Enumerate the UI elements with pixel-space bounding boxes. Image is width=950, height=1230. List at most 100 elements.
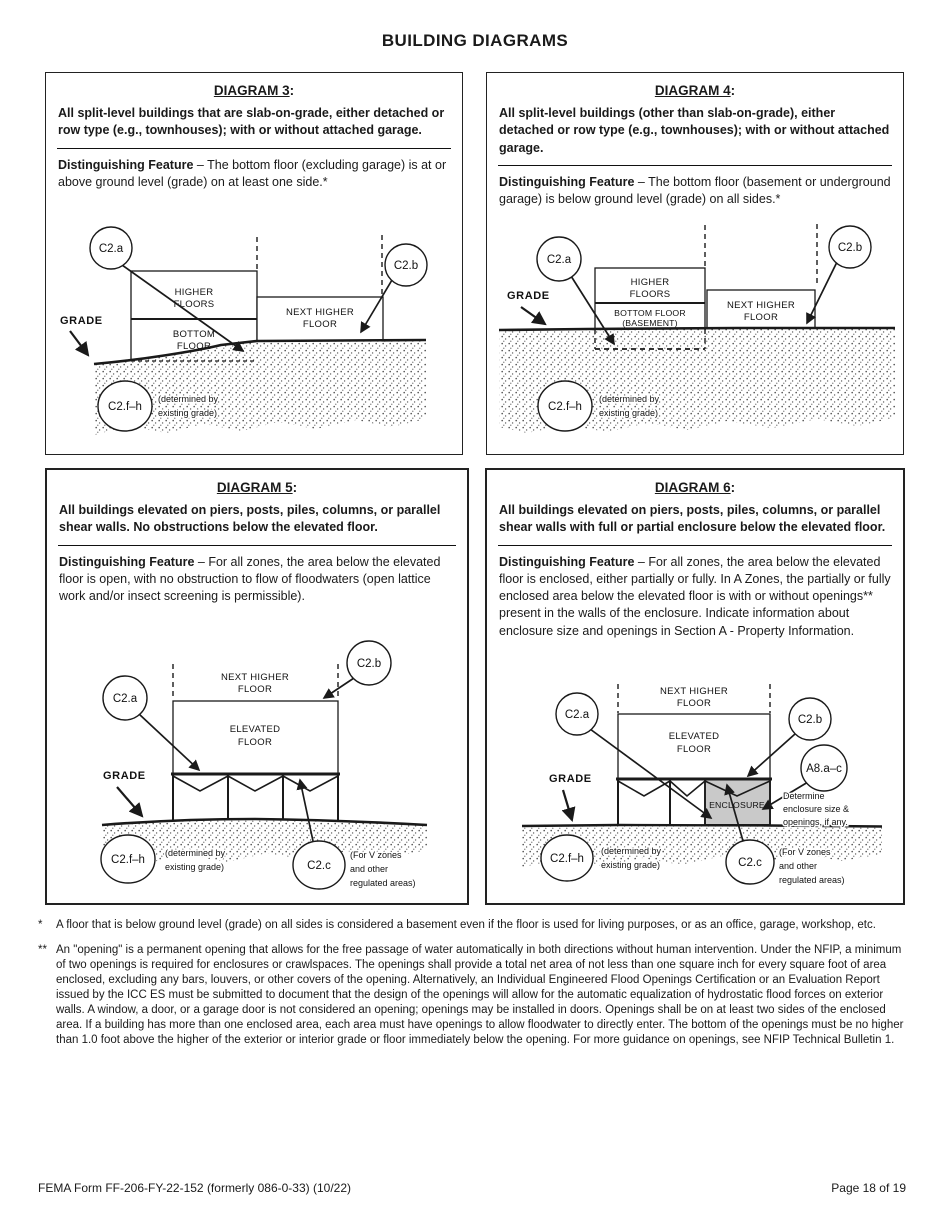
footnote-marker: **	[38, 943, 47, 956]
footnote-text: An "opening" is a permanent opening that…	[56, 943, 904, 1046]
diagram-4-description: All split-level buildings (other than sl…	[499, 106, 890, 155]
grade-callout: GRADE	[103, 770, 146, 818]
diagram-4-title-colon: :	[730, 83, 736, 98]
feature-label: Distinguishing Feature	[499, 554, 635, 569]
diagram-3-title-colon: :	[289, 83, 295, 98]
divider	[58, 544, 456, 546]
braces	[617, 780, 771, 798]
feature-text: – For all zones, the area below the elev…	[59, 554, 441, 604]
grade-callout: GRADE	[507, 290, 550, 326]
diagram-6-description: All buildings elevated on piers, posts, …	[499, 503, 886, 535]
callout-c2a: C2.a	[102, 675, 201, 772]
svg-text:C2.c: C2.c	[307, 860, 331, 872]
divider	[57, 147, 451, 149]
svg-text:C2.b: C2.b	[394, 260, 418, 272]
grade-callout: GRADE	[549, 773, 591, 823]
feature-label: Distinguishing Feature	[58, 157, 194, 172]
svg-text:C2.f–h: C2.f–h	[111, 854, 145, 866]
footnote-basement: * A floor that is below ground level (gr…	[38, 918, 906, 933]
callout-c2b: C2.b	[322, 640, 392, 699]
callout-c2b: C2.b	[806, 225, 872, 325]
page-title: BUILDING DIAGRAMS	[381, 31, 569, 50]
footnote-opening: ** An "opening" is a permanent opening t…	[38, 943, 906, 1048]
diagram-5-title-colon: :	[292, 480, 298, 495]
grade-line	[101, 817, 428, 827]
diagram-6-title: DIAGRAM 6:	[497, 480, 893, 495]
callout-a8ac: A8.a–c	[761, 744, 848, 810]
page-number: Page 18 of 19	[831, 1181, 906, 1195]
right-building	[256, 296, 384, 342]
callout-c2c: C2.c	[724, 783, 775, 885]
diagram-5-title: DIAGRAM 5:	[57, 480, 457, 495]
diagram-3-title-text: DIAGRAM 3	[213, 83, 290, 98]
diagram-6-title-colon: :	[730, 480, 736, 495]
diagram-3-panel: DIAGRAM 3: All split-level buildings tha…	[45, 72, 463, 455]
svg-text:C2.b: C2.b	[798, 714, 822, 726]
ground	[102, 819, 427, 864]
svg-text:C2.a: C2.a	[565, 709, 590, 721]
grade-label: GRADE	[60, 315, 103, 327]
callout-c2b: C2.b	[746, 697, 832, 778]
grade-line	[93, 338, 427, 366]
diagram-4-title-text: DIAGRAM 4	[654, 83, 731, 98]
grade-label: GRADE	[103, 770, 146, 782]
svg-text:C2.f–h: C2.f–h	[550, 853, 584, 865]
divider	[498, 544, 892, 546]
svg-text:C2.f–h: C2.f–h	[548, 401, 582, 413]
callout-c2fh: C2.f–h	[540, 834, 594, 882]
piers	[172, 774, 339, 822]
bottom-floor-label: BOTTOM FLOOR(BASEMENT)	[614, 308, 686, 328]
diagram-4-panel: DIAGRAM 4: All split-level buildings (ot…	[486, 72, 904, 455]
feature-text: – The bottom floor (basement or undergro…	[499, 174, 891, 206]
callout-c2a: C2.a	[536, 236, 615, 346]
callout-c2fh: C2.f–h	[537, 380, 593, 432]
grade-label: GRADE	[507, 290, 550, 302]
diagram-5-panel: DIAGRAM 5: All buildings elevated on pie…	[45, 468, 469, 905]
svg-text:A8.a–c: A8.a–c	[806, 763, 842, 775]
footnote-marker: *	[38, 919, 43, 931]
grade-callout: GRADE	[60, 315, 103, 357]
callout-c2a: C2.a	[89, 226, 245, 352]
ground	[94, 340, 426, 435]
diagram-5-feature: Distinguishing Feature – For all zones, …	[59, 554, 455, 606]
diagram-3-description: All split-level buildings that are slab-…	[58, 106, 445, 138]
footnote-text: A floor that is below ground level (grad…	[56, 919, 876, 931]
callout-c2a: C2.a	[555, 692, 713, 819]
form-number: FEMA Form FF-206-FY-22-152 (formerly 086…	[38, 1181, 351, 1195]
basement-dashed-outline	[594, 329, 706, 350]
ground	[522, 825, 882, 867]
page-footer: FEMA Form FF-206-FY-22-152 (formerly 086…	[38, 1181, 906, 1195]
right-building	[706, 289, 816, 330]
svg-text:C2.a: C2.a	[547, 254, 572, 266]
feature-text: – The bottom floor (excluding garage) is…	[58, 157, 447, 189]
diagram-4-title: DIAGRAM 4:	[497, 83, 893, 98]
diagram-6-title-text: DIAGRAM 6	[654, 480, 731, 495]
grade-line	[498, 326, 895, 332]
diagram-6-panel: DIAGRAM 6: All buildings elevated on pie…	[485, 468, 905, 905]
callout-c2fh: C2.f–h	[100, 834, 156, 884]
svg-text:C2.b: C2.b	[838, 242, 862, 254]
svg-text:C2.b: C2.b	[357, 658, 381, 670]
callout-c2b: C2.b	[360, 243, 428, 334]
svg-text:C2.a: C2.a	[113, 693, 138, 705]
diagram-4-feature: Distinguishing Feature – The bottom floo…	[499, 174, 891, 209]
diagram-5-title-text: DIAGRAM 5	[216, 480, 293, 495]
footnotes: * A floor that is below ground level (gr…	[38, 918, 906, 1058]
diagram-3-title: DIAGRAM 3:	[56, 83, 452, 98]
svg-text:C2.a: C2.a	[99, 243, 124, 255]
svg-text:C2.c: C2.c	[738, 857, 762, 869]
